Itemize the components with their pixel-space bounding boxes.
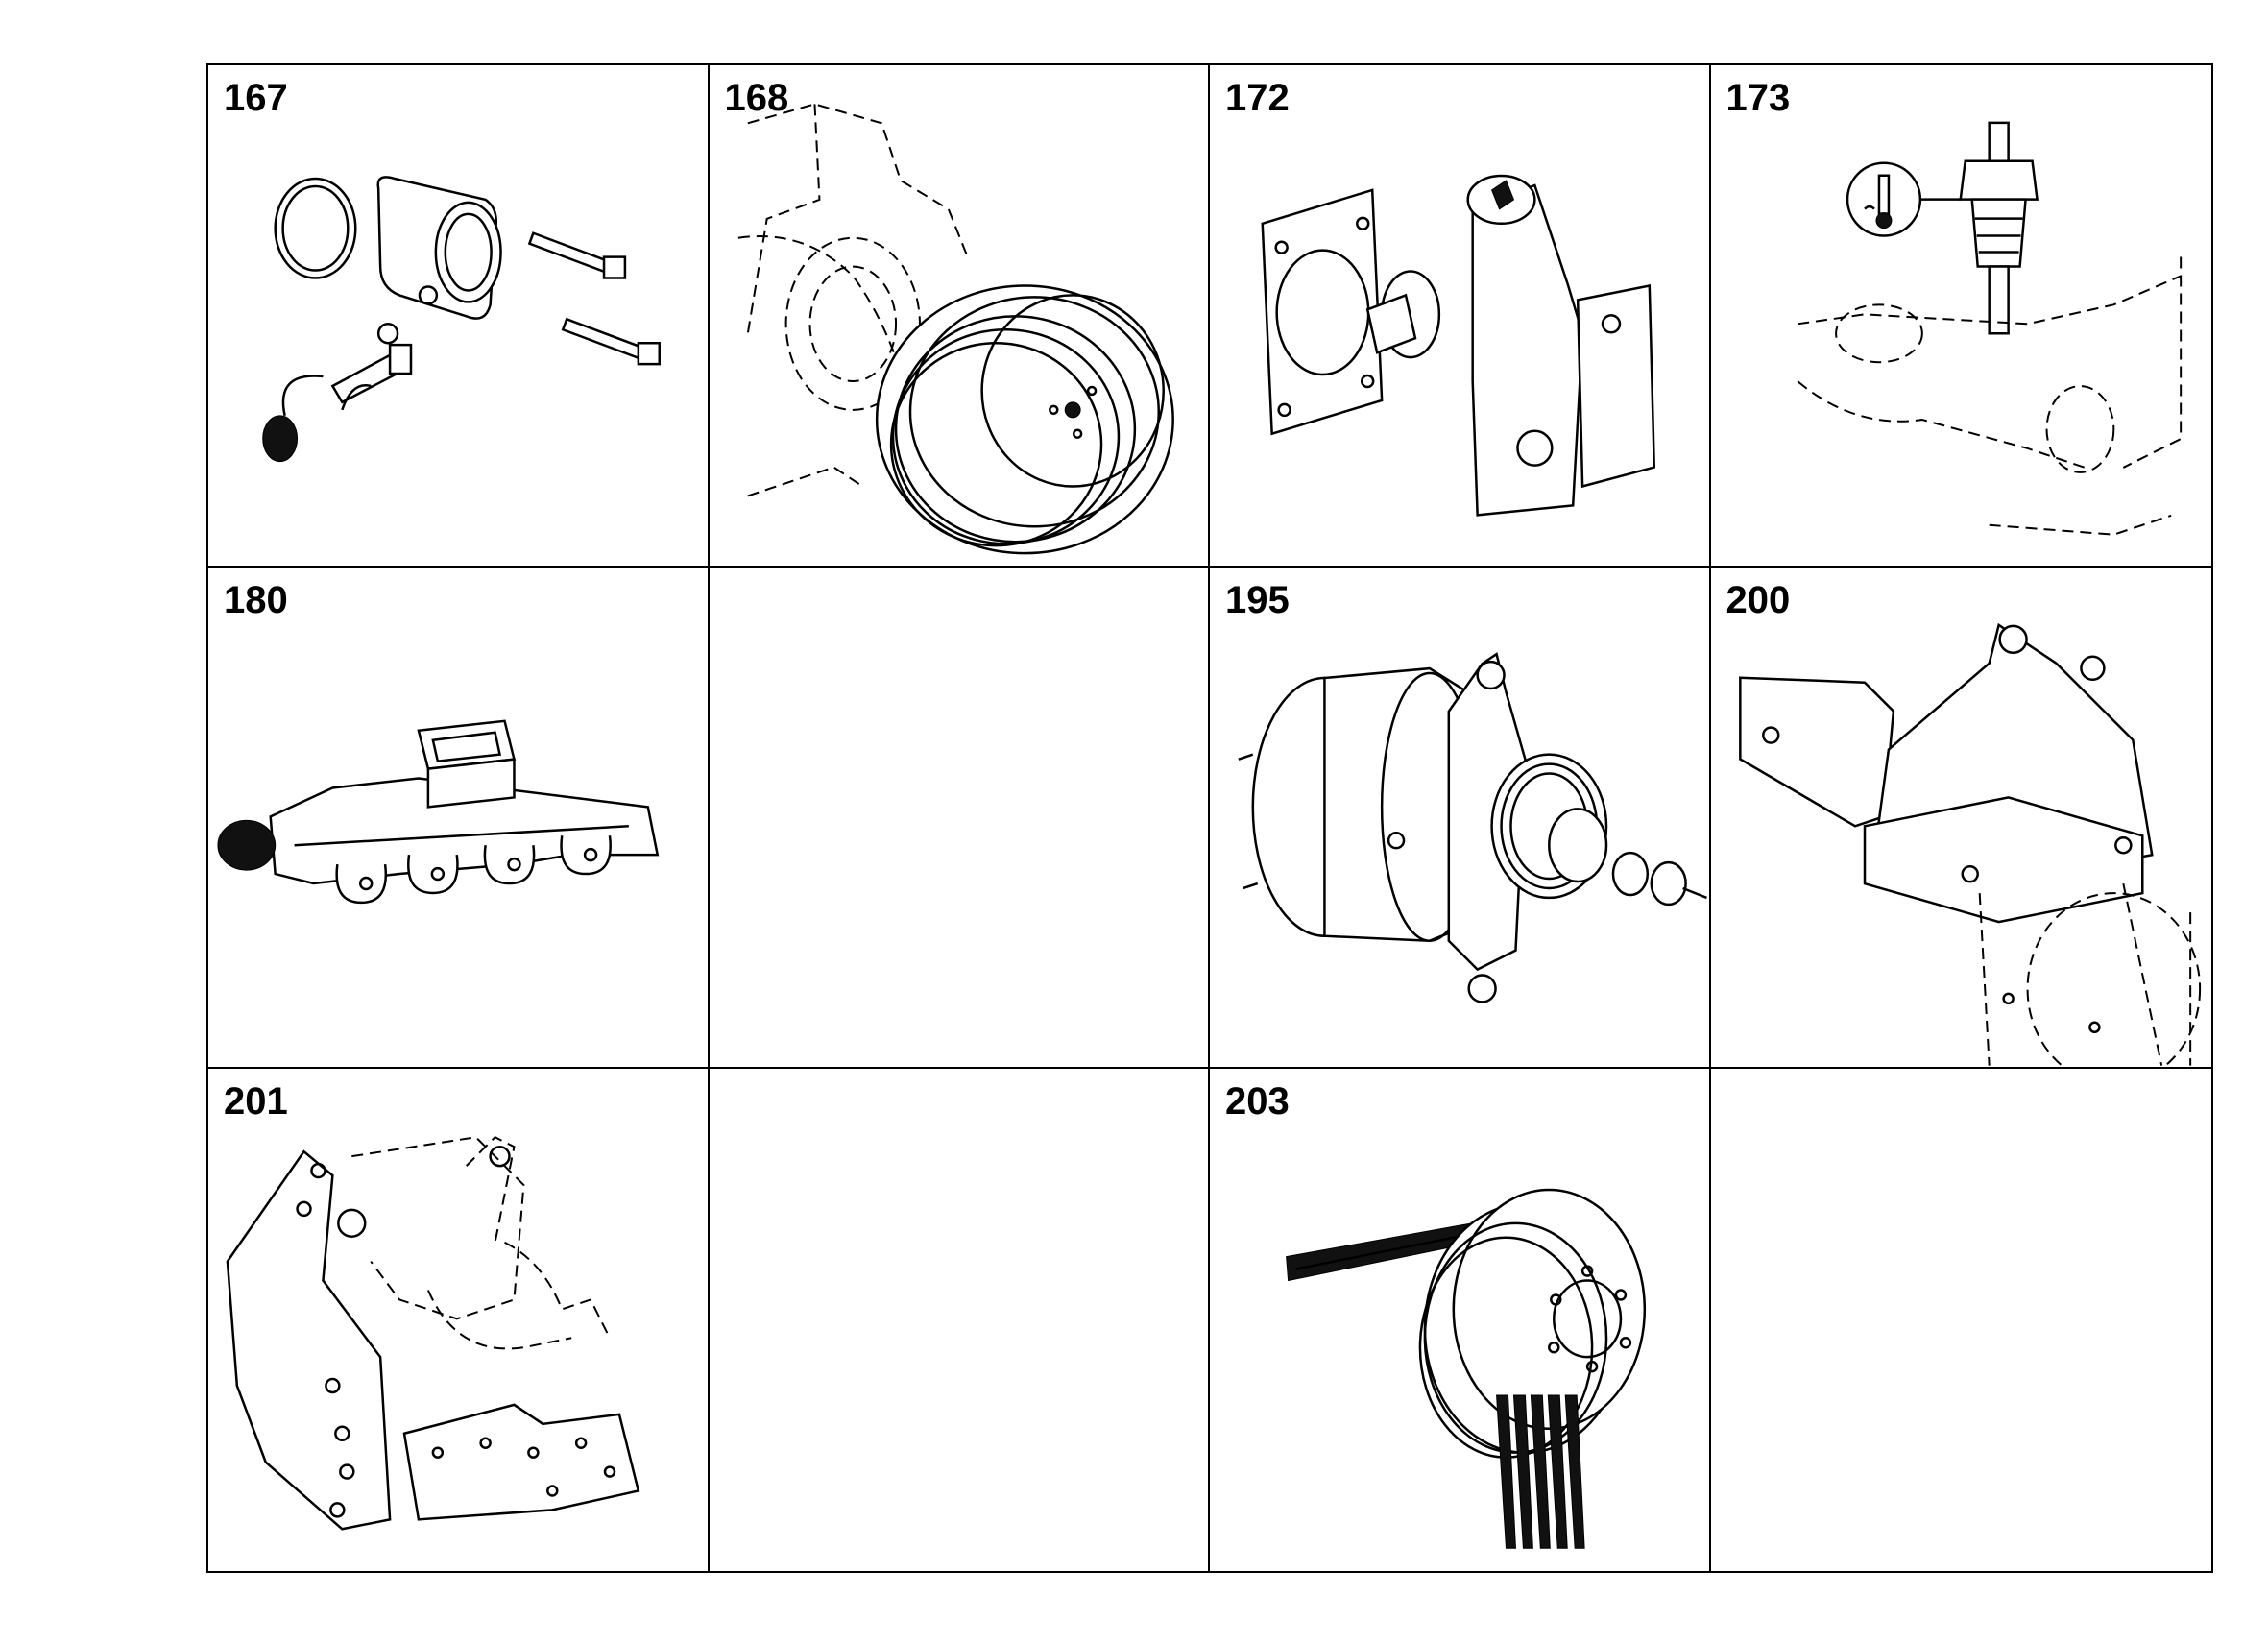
poly-v-belt-icon bbox=[1210, 1069, 1709, 1571]
part-ref-number: 200 bbox=[1725, 578, 1791, 621]
part-cell-172[interactable]: 172 bbox=[1210, 65, 1711, 568]
part-cell-200[interactable]: 200 bbox=[1710, 568, 2212, 1070]
part-cell-173[interactable]: 173 bbox=[1710, 65, 2212, 568]
part-cell-167[interactable]: 167 bbox=[208, 65, 710, 568]
empty-cell bbox=[710, 1069, 1210, 1571]
empty-cell bbox=[709, 567, 1210, 1070]
part-ref-number: 172 bbox=[1225, 77, 1290, 119]
thermostat-icon bbox=[1210, 65, 1709, 566]
part-ref-number: 168 bbox=[724, 77, 789, 119]
part-cell-195[interactable]: 195 bbox=[1210, 567, 1711, 1070]
part-ref-number: 203 bbox=[1225, 1080, 1290, 1124]
part-ref-number: 201 bbox=[224, 1080, 288, 1124]
empty-cell bbox=[1711, 1069, 2212, 1571]
part-ref-number: 173 bbox=[1725, 77, 1791, 119]
alternator-bracket-icon bbox=[1711, 568, 2212, 1068]
part-ref-number: 195 bbox=[1225, 578, 1290, 621]
part-ref-number: 180 bbox=[224, 578, 288, 621]
alternator-icon bbox=[1210, 568, 1709, 1068]
thermostat-housing-icon bbox=[208, 65, 708, 566]
temperature-sensor-icon bbox=[1711, 65, 2212, 566]
part-cell-180[interactable]: 180 bbox=[208, 567, 710, 1070]
parts-illustration-grid: 167 168 bbox=[206, 63, 2213, 1573]
mounting-bracket-icon bbox=[208, 1069, 708, 1571]
part-cell-168[interactable]: 168 bbox=[709, 65, 1210, 568]
exhaust-manifold-icon bbox=[208, 568, 708, 1068]
part-cell-201[interactable]: 201 bbox=[208, 1069, 710, 1571]
water-pump-pulley-icon bbox=[710, 65, 1209, 566]
part-ref-number: 167 bbox=[224, 77, 288, 119]
part-cell-203[interactable]: 203 bbox=[1210, 1069, 1711, 1571]
